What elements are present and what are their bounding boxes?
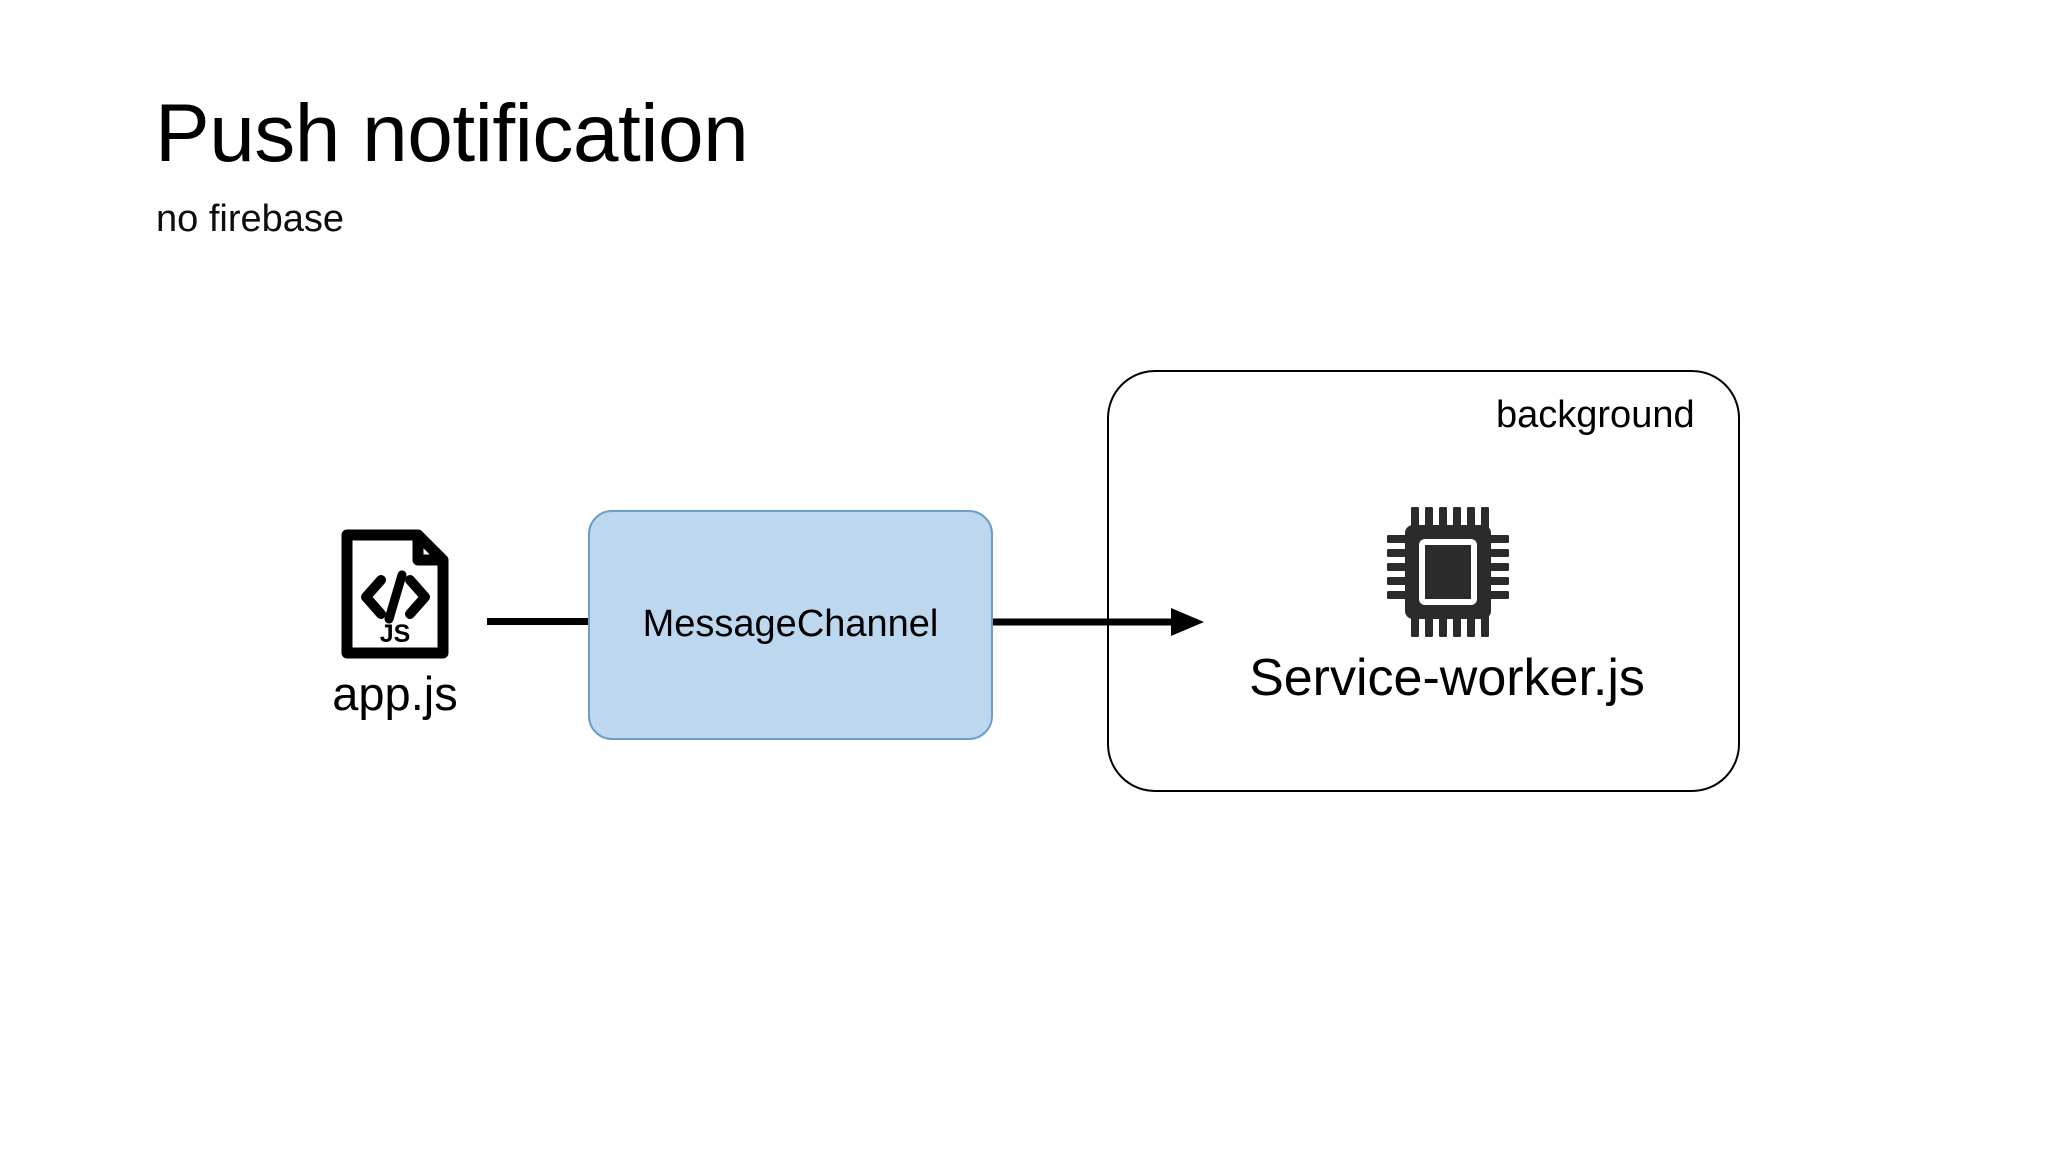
svg-text:JS: JS: [380, 620, 411, 648]
page-subtitle: no firebase: [156, 198, 345, 240]
node-serviceworker-label: Service-worker.js: [1249, 649, 1645, 707]
cpu-chip-icon: [1386, 505, 1510, 639]
page-title: Push notification: [155, 88, 749, 179]
js-file-icon: JS: [340, 528, 450, 660]
node-serviceworker[interactable]: Service-worker.js: [1222, 505, 1672, 725]
node-messagechannel-label: MessageChannel: [642, 603, 939, 646]
node-messagechannel[interactable]: MessageChannel: [588, 510, 993, 740]
edge-appjs-to-messagechannel: [487, 618, 591, 625]
edge-messagechannel-to-serviceworker: [993, 600, 1208, 644]
node-appjs-label: app.js: [332, 667, 458, 720]
node-appjs[interactable]: JS app.js: [300, 528, 490, 740]
group-background[interactable]: [1107, 370, 1740, 792]
group-background-label: background: [1496, 394, 1695, 436]
